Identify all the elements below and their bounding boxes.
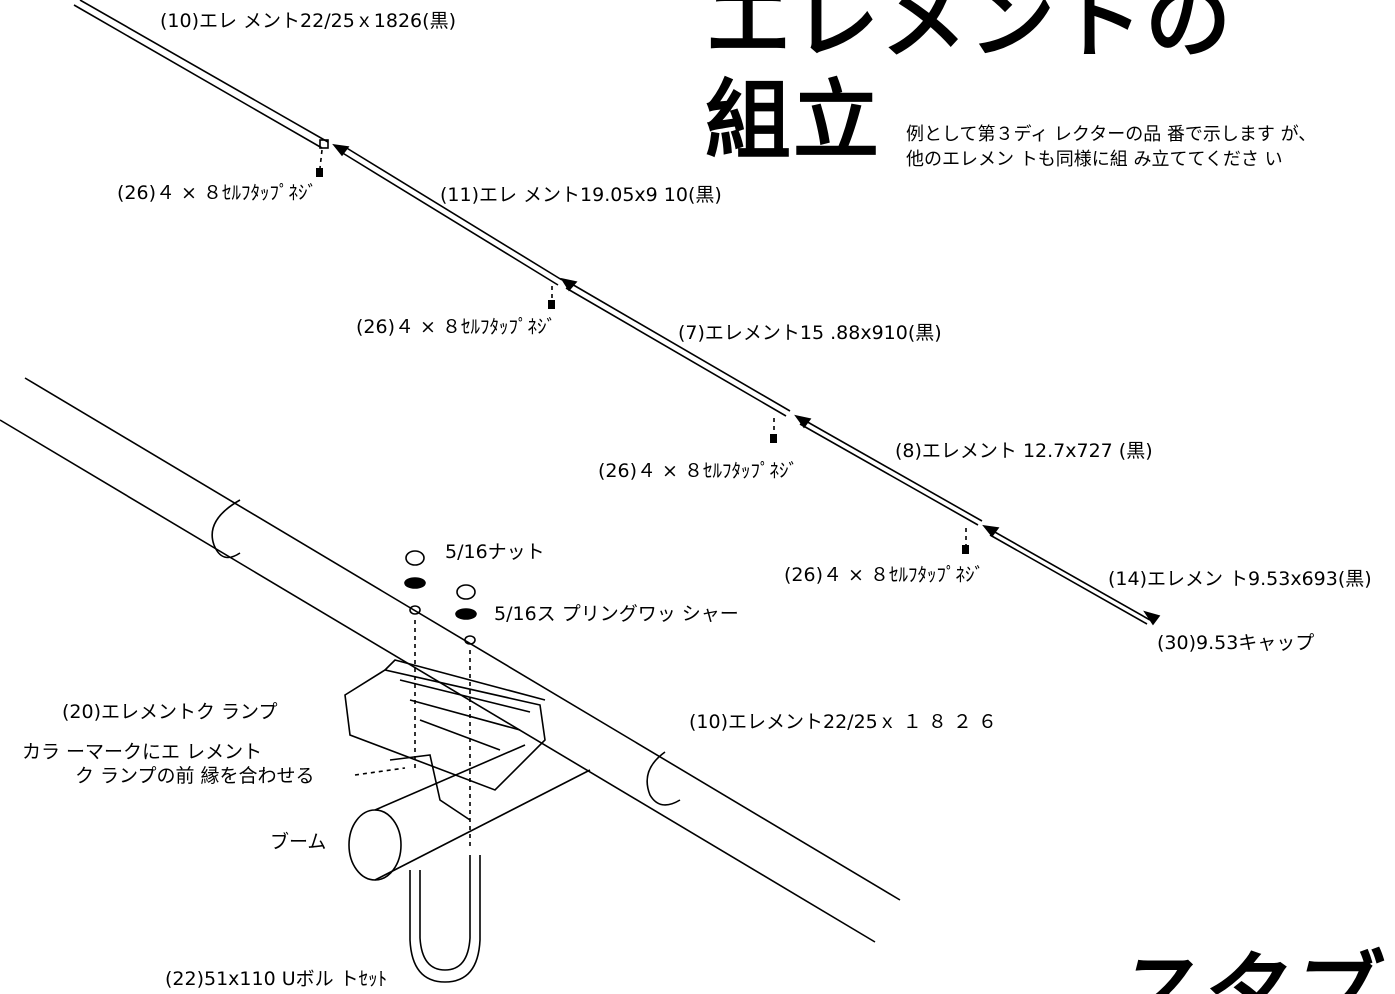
label-nut: 5/16ナット — [445, 541, 545, 563]
label-screw-1: (26)４ × ８ｾﾙﾌﾀｯﾌﾟﾈｼﾞ — [117, 182, 318, 204]
label-cap: (30)9.53キャップ — [1157, 632, 1315, 654]
label-screw-2: (26)４ × ８ｾﾙﾌﾀｯﾌﾟﾈｼﾞ — [356, 316, 557, 338]
label-color-mark-1: カラ ーマークにエ レメント — [22, 741, 263, 763]
element-14 — [982, 524, 1161, 626]
element-clamp — [344, 659, 546, 821]
main-element-tube — [0, 377, 901, 943]
u-bolt — [409, 855, 481, 983]
screw-heads — [316, 168, 969, 554]
boom — [348, 744, 591, 881]
label-element-11: (11)エレ メント19.05x9 10(黒) — [440, 184, 722, 206]
label-boom: ブーム — [270, 831, 327, 853]
label-element-8: (8)エレメント 12.7x727 (黒) — [895, 440, 1153, 462]
page-title-line2: 組立 — [705, 71, 881, 171]
element-7 — [560, 277, 791, 417]
note-line2: 他のエレメン トも同様に組 み立ててくださ い — [906, 149, 1283, 170]
label-spring-washer: 5/16ス プリングワッ シャー — [494, 603, 739, 625]
element-10-upper — [73, 0, 329, 149]
element-8 — [794, 414, 983, 526]
label-color-mark-2: ク ランプの前 縁を合わせる — [75, 765, 315, 787]
label-element-7: (7)エレメント15 .88x910(黒) — [678, 322, 942, 344]
note-line1: 例として第３ディ レクターの品 番で示します が、 — [906, 124, 1317, 145]
page-title-line1: エレメントの — [705, 0, 1233, 71]
label-element-clamp: (20)エレメントク ランプ — [62, 701, 278, 723]
element-11 — [332, 143, 563, 286]
label-element-10-top: (10)エレ メント22/25ｘ1826(黒) — [160, 10, 456, 32]
label-element-14: (14)エレメン ト9.53x693(黒) — [1108, 568, 1372, 590]
next-section-title: スタブ — [1108, 943, 1372, 994]
screw-markers — [319, 149, 967, 850]
label-screw-4: (26)４ × ８ｾﾙﾌﾀｯﾌﾟﾈｼﾞ — [784, 564, 985, 586]
label-screw-3: (26)４ × ８ｾﾙﾌﾀｯﾌﾟﾈｼﾞ — [598, 460, 799, 482]
nut-and-washer-stack — [404, 550, 477, 645]
label-u-bolt: (22)51x110 Uボル トｾｯﾄ — [165, 968, 388, 990]
label-element-10-main: (10)エレメント22/25ｘ １ ８ ２ ６ — [689, 711, 997, 733]
